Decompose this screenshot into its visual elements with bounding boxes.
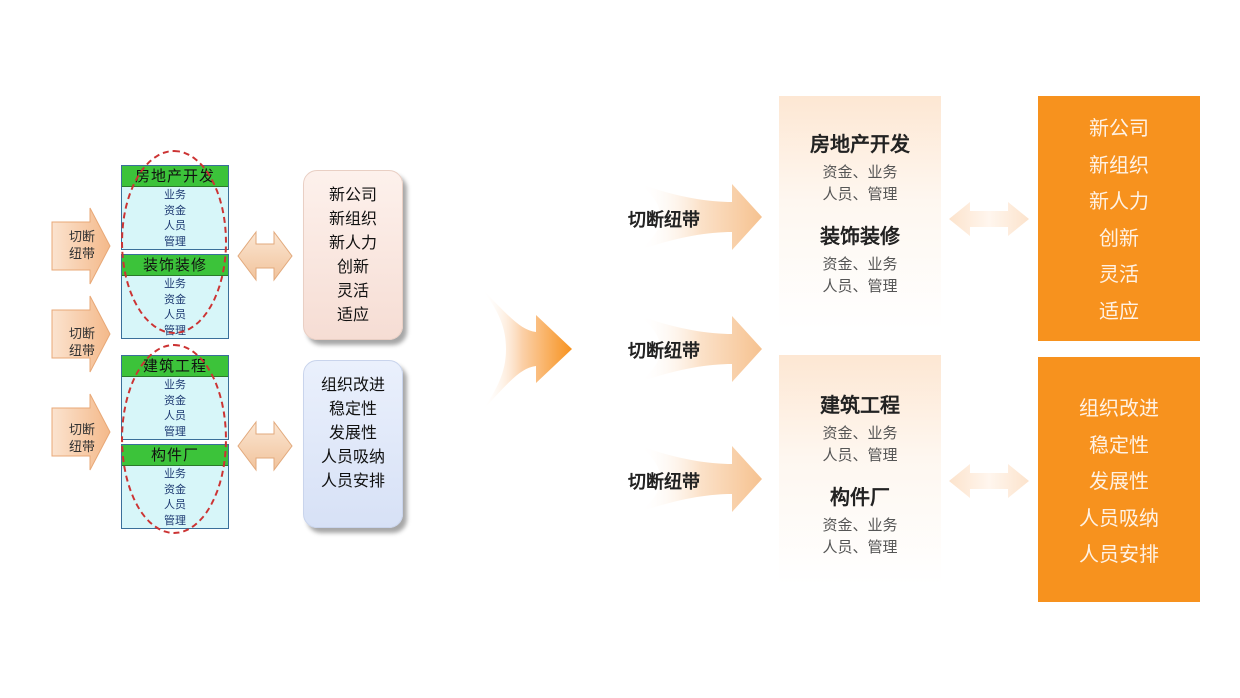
cut-label-1: 切断纽带: [68, 230, 95, 262]
panel-group-2: 建筑工程 资金、业务 人员、管理 构件厂 资金、业务 人员、管理: [779, 355, 941, 585]
callout-line: 新组织: [328, 209, 377, 228]
result-line: 创新: [1099, 225, 1139, 250]
panel-group-1: 房地产开发 资金、业务 人员、管理 装饰装修 资金、业务 人员、管理: [779, 96, 941, 330]
cut-arrow-1: [640, 184, 762, 250]
callout-line: 稳定性: [328, 399, 377, 418]
result-line: 新组织: [1089, 152, 1149, 177]
result-line: 人员吸纳: [1079, 505, 1159, 530]
callout-line: 新人力: [328, 233, 377, 252]
unit-detail: 资金、业务: [822, 163, 898, 181]
callout-line: 创新: [336, 257, 369, 276]
callout-line: 适应: [336, 305, 369, 324]
cut-arrow-3: [51, 393, 111, 471]
cut-arrow-1: [51, 207, 111, 285]
callout-line: 发展性: [328, 423, 377, 442]
unit-detail: 人员、管理: [822, 538, 898, 556]
callout-new-company: 新公司 新组织 新人力 创新 灵活 适应: [303, 170, 403, 340]
unit-detail: 资金、业务: [822, 424, 898, 442]
unit-title: 建筑工程: [820, 393, 900, 417]
result-line: 适应: [1099, 298, 1139, 323]
callout-line: 灵活: [336, 281, 369, 300]
unit-detail: 人员、管理: [822, 185, 898, 203]
unit-title: 装饰装修: [820, 224, 900, 248]
result-line: 稳定性: [1089, 432, 1149, 457]
callout-org-improvement: 组织改进 稳定性 发展性 人员吸纳 人员安排: [303, 360, 403, 528]
result-line: 发展性: [1089, 469, 1149, 493]
left-cut-arrows: [51, 207, 111, 471]
result-box-org-improvement: 组织改进 稳定性 发展性 人员吸纳 人员安排: [1038, 357, 1200, 602]
dashed-ellipse-top: [121, 150, 227, 334]
transition-arrow-icon: [482, 289, 572, 411]
double-arrow-icon: [237, 230, 293, 282]
callout-line: 人员安排: [320, 471, 385, 490]
double-arrow-icon: [237, 420, 293, 472]
cut-label-2: 切断纽带: [68, 327, 95, 359]
cut-label-1: 切断纽带: [628, 210, 700, 231]
unit-detail: 人员、管理: [822, 277, 898, 295]
result-line: 人员安排: [1079, 542, 1159, 566]
unit-detail: 资金、业务: [822, 516, 898, 534]
unit-detail: 人员、管理: [822, 446, 898, 464]
cut-label-3: 切断纽带: [628, 472, 700, 493]
double-arrow-icon: [949, 202, 1029, 236]
result-line: 新人力: [1089, 189, 1149, 213]
callout-line: 新公司: [328, 185, 377, 204]
result-line: 灵活: [1099, 262, 1139, 286]
callout-line: 组织改进: [320, 375, 385, 394]
unit-detail: 资金、业务: [822, 255, 898, 273]
cut-arrow-2: [640, 316, 762, 382]
cut-arrow-2: [51, 295, 111, 373]
result-line: 新公司: [1089, 116, 1149, 140]
right-cut-arrows: [640, 184, 762, 512]
unit-title: 构件厂: [830, 485, 890, 509]
callout-line: 人员吸纳: [320, 447, 385, 466]
result-box-new-company: 新公司 新组织 新人力 创新 灵活 适应: [1038, 96, 1200, 341]
double-arrow-icon: [949, 464, 1029, 498]
cut-label-2: 切断纽带: [628, 341, 700, 362]
dashed-ellipse-bottom: [121, 344, 227, 534]
cut-arrow-3: [640, 446, 762, 512]
cut-label-3: 切断纽带: [68, 423, 95, 455]
unit-title: 房地产开发: [810, 132, 910, 156]
result-line: 组织改进: [1079, 396, 1159, 420]
